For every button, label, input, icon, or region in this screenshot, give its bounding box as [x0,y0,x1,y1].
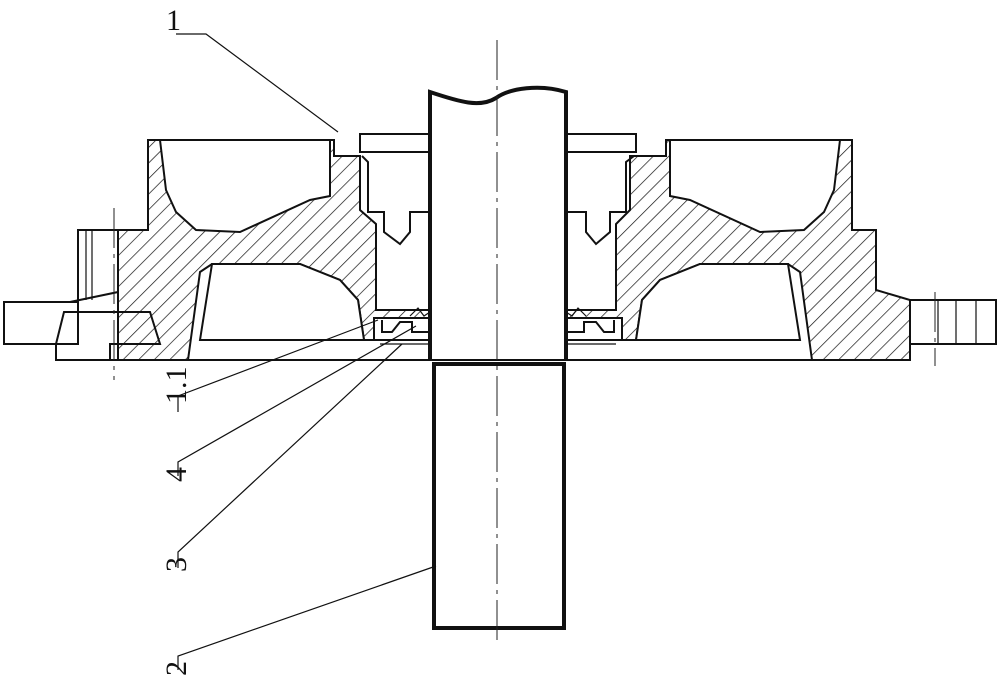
label-1-1: 1.1 [160,367,193,405]
center-lines [113,40,936,642]
label-4: 4 [160,467,193,482]
right-flange [909,299,997,345]
seal-assembly [373,307,623,345]
callout-4: 4 [160,325,417,482]
label-1: 1 [166,4,181,37]
label-2: 2 [160,661,193,676]
housing-body [110,133,911,361]
callout-2: 2 [160,565,437,676]
label-3: 3 [160,557,193,572]
upper-shaft [428,85,568,361]
callout-1-1: 1.1 [160,319,379,412]
lower-shaft [432,362,566,630]
callout-1: 1 [166,4,339,133]
callout-3: 3 [160,343,403,572]
